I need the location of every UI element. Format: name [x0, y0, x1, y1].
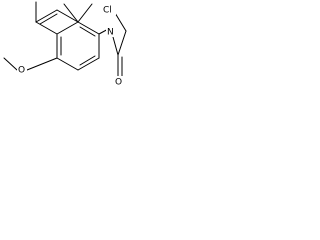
- bond-ring-d: [56, 57, 79, 71]
- nitrogen-atom-label: N: [107, 28, 114, 38]
- bond-c2-methyl-b: [77, 3, 93, 23]
- bond-c2-methyl-a: [63, 3, 79, 23]
- carbonyl-oxygen-label-bg: [114, 76, 124, 87]
- bond-c4-c4a: [35, 21, 58, 35]
- bond-ring-a: [77, 21, 100, 35]
- molecule-structure: N Cl O O: [3, 1, 127, 88]
- bond-ring-double-2: [79, 55, 96, 66]
- bond-ring-f: [56, 21, 79, 35]
- chlorine-label-bg: [102, 5, 116, 15]
- bond-c3-c4: [35, 9, 58, 23]
- dihydropyridine-ring: [35, 9, 113, 35]
- nitrogen-label-bg: [106, 26, 116, 37]
- chlorine-atom-label: Cl: [103, 6, 112, 16]
- methoxy-oxygen-atom-label: O: [18, 66, 25, 76]
- bond-c6-o: [26, 57, 58, 71]
- bond-n-carbonyl: [112, 36, 119, 56]
- methoxy-oxygen-label-bg: [17, 64, 27, 75]
- bond-ring-c: [77, 57, 100, 71]
- aromatic-ring: [56, 21, 100, 71]
- bond-carbonyl-ch2: [117, 30, 127, 56]
- bond-c2-c3: [56, 9, 79, 23]
- bond-o-ch3: [3, 57, 18, 71]
- bond-ring-double-1: [79, 26, 96, 37]
- carbonyl-oxygen-atom-label: O: [115, 78, 122, 88]
- bond-c3-c4-double: [39, 13, 58, 25]
